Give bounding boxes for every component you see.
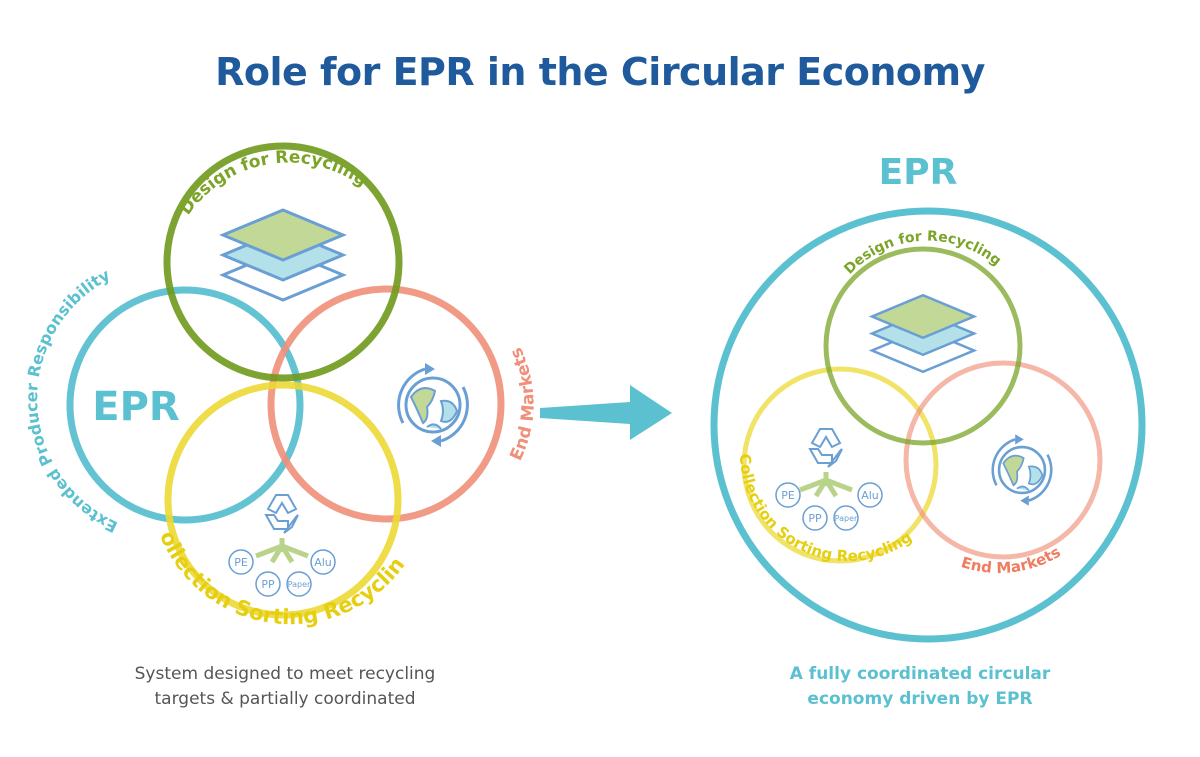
material-pe: PE (781, 489, 795, 502)
epr-label: EPR (879, 152, 958, 193)
material-pp: PP (808, 512, 822, 525)
material-alu: Alu (314, 556, 332, 569)
end-markets-label: End Markets (959, 543, 1064, 577)
material-paper: Paper (288, 580, 311, 589)
design-label: Design for Recycling (176, 147, 371, 218)
material-badges: PE PP Paper Alu (775, 482, 883, 531)
sort-arrows-icon (800, 472, 852, 496)
material-pp: PP (261, 578, 275, 591)
end-markets-label: End Markets (506, 344, 539, 463)
globe-icon (397, 361, 469, 449)
layers-icon (221, 208, 345, 302)
svg-text:Collection Sorting Recycling: Collection Sorting Recycling (0, 0, 409, 629)
globe-icon (991, 433, 1053, 507)
collection-circle (164, 381, 402, 619)
design-circle (163, 142, 403, 382)
end-markets-circle (903, 360, 1103, 560)
material-alu: Alu (861, 489, 879, 502)
svg-text:End Markets: End Markets (506, 344, 539, 463)
svg-text:End Markets: End Markets (959, 543, 1064, 577)
collection-label: Collection Sorting Recycling (736, 453, 915, 565)
material-pe: PE (234, 556, 248, 569)
epr-circle (66, 286, 304, 524)
sort-arrows-icon (256, 538, 308, 562)
recycle-icon (265, 494, 299, 534)
collection-circle (741, 366, 939, 564)
material-paper: Paper (835, 514, 858, 523)
end-markets-circle (267, 285, 505, 523)
right-arrow-icon (540, 385, 672, 440)
page-title: Role for EPR in the Circular Economy (215, 50, 985, 94)
epr-label: EPR (92, 384, 179, 430)
right-caption-line-1: A fully coordinated circular (789, 664, 1051, 684)
left-caption: System designed to meet recycling target… (80, 662, 490, 712)
left-caption-line-1: System designed to meet recycling (134, 664, 436, 684)
epr-outer-circle (710, 207, 1146, 643)
left-diagram: EPR Design for Recycling Extended Produc… (0, 0, 539, 629)
right-caption: A fully coordinated circular economy dri… (700, 662, 1140, 712)
svg-text:Collection Sorting Recycling: Collection Sorting Recycling (736, 453, 915, 565)
layers-icon (870, 293, 976, 374)
collection-label: Collection Sorting Recycling (0, 0, 409, 629)
material-badges: PE PP Paper Alu (228, 549, 336, 597)
svg-text:Design for Recycling: Design for Recycling (176, 147, 371, 218)
left-caption-line-2: targets & partially coordinated (154, 689, 416, 709)
right-diagram: EPR Design for Recycling Collection Sort… (710, 152, 1146, 643)
design-circle (823, 246, 1023, 446)
recycle-icon (809, 428, 843, 468)
right-caption-line-2: economy driven by EPR (807, 689, 1033, 709)
